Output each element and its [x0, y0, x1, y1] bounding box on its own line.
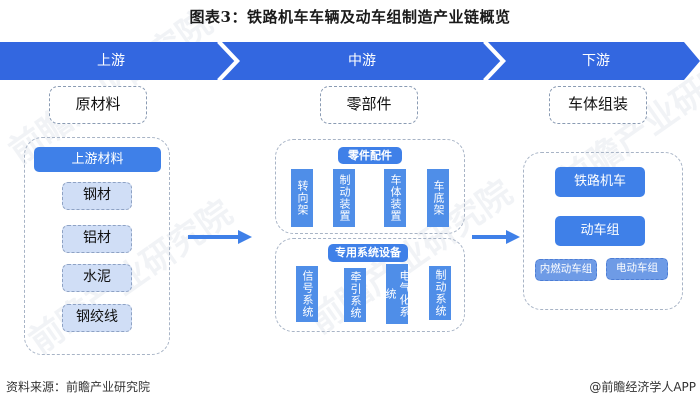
upstream-item: 铝材 [62, 225, 132, 253]
downstream-group [523, 152, 683, 310]
midstream-group-systems [275, 238, 465, 332]
stage-label-upstream: 上游 [97, 53, 125, 69]
upstream-group-head: 上游材料 [34, 147, 161, 172]
upstream-item: 钢绞线 [62, 304, 132, 332]
downstream-sub-item: 内燃动车组 [535, 259, 597, 281]
downstream-item: 铁路机车 [555, 167, 645, 197]
upstream-category: 原材料 [49, 86, 147, 124]
stage-label-midstream: 中游 [348, 53, 376, 69]
midstream-part: 转向架 [291, 169, 313, 227]
stage-label-downstream: 下游 [582, 53, 610, 69]
flow-arrow-icon [472, 230, 520, 244]
source-note: 资料来源：前瞻产业研究院 [6, 380, 151, 394]
stage-segment-midstream [222, 42, 502, 80]
midstream-part: 车体装置 [384, 169, 406, 227]
upstream-group [24, 137, 170, 355]
stage-bar [0, 42, 700, 80]
midstream-system: 制动系统 [429, 266, 451, 320]
midstream-system: 信号系统 [296, 266, 318, 322]
chevron-divider [217, 42, 238, 80]
midstream-group-head: 零件配件 [338, 147, 402, 164]
chevron-divider [483, 42, 504, 80]
upstream-item: 水泥 [62, 264, 132, 292]
midstream-part: 车底架 [427, 169, 449, 227]
stage-segment-upstream [0, 42, 236, 80]
diagram-title: 图表3：铁路机车车辆及动车组制造产业链概览 [189, 8, 511, 26]
stage-segment-downstream [488, 42, 700, 80]
midstream-part: 制动装置 [333, 169, 355, 227]
flow-arrow-icon [188, 230, 252, 244]
midstream-system: 电气化系统 [384, 264, 411, 324]
upstream-item: 钢材 [62, 182, 132, 210]
credit-note: @前瞻经济学人APP [589, 380, 696, 394]
midstream-group-parts [275, 139, 465, 234]
midstream-system: 牵引系统 [344, 268, 366, 322]
midstream-category: 零部件 [320, 86, 418, 124]
downstream-item: 动车组 [555, 216, 645, 246]
downstream-category: 车体组装 [549, 86, 647, 124]
midstream-group-head: 专用系统设备 [328, 244, 408, 262]
downstream-sub-item: 电动车组 [606, 258, 668, 280]
